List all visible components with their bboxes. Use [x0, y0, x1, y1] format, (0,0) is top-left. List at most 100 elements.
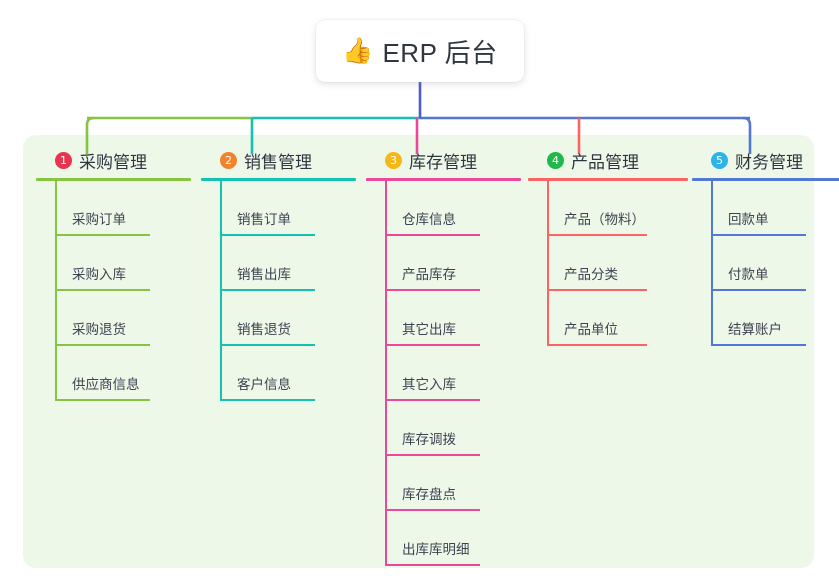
- leaf-item-label: 库存盘点: [402, 487, 456, 502]
- leaf-item-label: 销售订单: [237, 212, 291, 227]
- leaf-item-label: 付款单: [728, 267, 769, 282]
- leaf-item-label: 采购退货: [72, 322, 126, 337]
- column-title-1: 采购管理: [79, 152, 147, 172]
- leaf-item[interactable]: 产品（物料）: [528, 181, 688, 236]
- column-spine-3: [385, 181, 387, 566]
- leaf-item[interactable]: 客户信息: [201, 346, 356, 401]
- leaf-item-rule: [220, 399, 315, 401]
- column-items-2: 销售订单销售出库销售退货客户信息: [201, 181, 356, 401]
- column-badge-1: 1: [55, 151, 72, 169]
- leaf-item[interactable]: 销售退货: [201, 291, 356, 346]
- column-header-rule-1: [36, 178, 191, 181]
- column-2: 2 销售管理销售订单销售出库销售退货客户信息: [201, 148, 356, 401]
- leaf-item-label: 其它出库: [402, 322, 456, 337]
- column-1: 1 采购管理采购订单采购入库采购退货供应商信息: [36, 148, 191, 401]
- column-title-2: 销售管理: [244, 152, 312, 172]
- column-header-rule-5: [692, 178, 839, 181]
- leaf-item-rule: [711, 234, 806, 236]
- leaf-item[interactable]: 销售出库: [201, 236, 356, 291]
- leaf-item[interactable]: 其它出库: [366, 291, 521, 346]
- leaf-item[interactable]: 仓库信息: [366, 181, 521, 236]
- leaf-item-rule: [55, 399, 150, 401]
- column-spine-2: [220, 181, 222, 401]
- leaf-item-label: 销售退货: [237, 322, 291, 337]
- leaf-item[interactable]: 库存调拨: [366, 401, 521, 456]
- leaf-item[interactable]: 销售订单: [201, 181, 356, 236]
- leaf-item-label: 采购订单: [72, 212, 126, 227]
- column-4: 4 产品管理产品（物料） 产品分类产品单位: [528, 148, 688, 346]
- leaf-item-rule: [385, 509, 480, 511]
- leaf-item-label: 库存调拨: [402, 432, 456, 447]
- leaf-item-rule: [55, 289, 150, 291]
- column-spine-5: [711, 181, 713, 346]
- column-header-1[interactable]: 1 采购管理: [36, 148, 191, 172]
- column-3: 3 库存管理仓库信息产品库存其它出库其它入库库存调拨库存盘点出库库明细: [366, 148, 521, 566]
- column-header-rule-2: [201, 178, 356, 181]
- leaf-item-rule: [385, 234, 480, 236]
- column-header-rule-4: [528, 178, 688, 181]
- column-spine-1: [55, 181, 57, 401]
- leaf-item-label: 产品（物料）: [564, 212, 645, 227]
- column-header-3[interactable]: 3 库存管理: [366, 148, 521, 172]
- leaf-item[interactable]: 其它入库: [366, 346, 521, 401]
- leaf-item-label: 采购入库: [72, 267, 126, 282]
- column-title-4: 产品管理: [571, 152, 639, 172]
- leaf-item-label: 结算账户: [728, 322, 782, 337]
- column-badge-2: 2: [220, 151, 237, 169]
- leaf-item[interactable]: 采购订单: [36, 181, 191, 236]
- column-title-3: 库存管理: [409, 152, 477, 172]
- column-badge-5: 5: [711, 151, 728, 169]
- column-header-4[interactable]: 4 产品管理: [528, 148, 688, 172]
- leaf-item[interactable]: 回款单: [692, 181, 839, 236]
- leaf-item-label: 销售出库: [237, 267, 291, 282]
- leaf-item-label: 回款单: [728, 212, 769, 227]
- thumbs-up-icon: 👍: [342, 36, 374, 65]
- leaf-item-rule: [220, 289, 315, 291]
- leaf-item-rule: [55, 344, 150, 346]
- leaf-item-rule: [547, 289, 647, 291]
- leaf-item-label: 其它入库: [402, 377, 456, 392]
- column-badge-4: 4: [547, 151, 564, 169]
- root-node[interactable]: 👍 ERP 后台: [316, 20, 524, 82]
- leaf-item-rule: [711, 289, 806, 291]
- leaf-item[interactable]: 产品库存: [366, 236, 521, 291]
- leaf-item-label: 产品库存: [402, 267, 456, 282]
- root-title: ERP 后台: [382, 37, 498, 68]
- column-badge-3: 3: [385, 151, 402, 169]
- column-items-3: 仓库信息产品库存其它出库其它入库库存调拨库存盘点出库库明细: [366, 181, 521, 566]
- leaf-item-label: 供应商信息: [72, 377, 140, 392]
- leaf-item-label: 客户信息: [237, 377, 291, 392]
- leaf-item-rule: [547, 234, 647, 236]
- leaf-item-rule: [385, 344, 480, 346]
- leaf-item-label: 仓库信息: [402, 212, 456, 227]
- leaf-item[interactable]: 产品分类: [528, 236, 688, 291]
- leaf-item[interactable]: 供应商信息: [36, 346, 191, 401]
- leaf-item[interactable]: 采购入库: [36, 236, 191, 291]
- leaf-item-rule: [711, 344, 806, 346]
- leaf-item-label: 出库库明细: [402, 542, 470, 557]
- column-header-2[interactable]: 2 销售管理: [201, 148, 356, 172]
- leaf-item-rule: [220, 344, 315, 346]
- leaf-item-rule: [385, 399, 480, 401]
- leaf-item-label: 产品分类: [564, 267, 618, 282]
- column-items-4: 产品（物料） 产品分类产品单位: [528, 181, 688, 346]
- leaf-item-rule: [385, 564, 480, 566]
- leaf-item[interactable]: 库存盘点: [366, 456, 521, 511]
- leaf-item[interactable]: 结算账户: [692, 291, 839, 346]
- leaf-item[interactable]: 付款单: [692, 236, 839, 291]
- diagram-panel-background: [23, 135, 814, 568]
- leaf-item-rule: [220, 234, 315, 236]
- leaf-item[interactable]: 产品单位: [528, 291, 688, 346]
- leaf-item-rule: [385, 454, 480, 456]
- leaf-item[interactable]: 采购退货: [36, 291, 191, 346]
- leaf-item-rule: [547, 344, 647, 346]
- leaf-item-rule: [55, 234, 150, 236]
- leaf-item-rule: [385, 289, 480, 291]
- column-items-5: 回款单付款单结算账户: [692, 181, 839, 346]
- leaf-item-label: 产品单位: [564, 322, 618, 337]
- column-header-rule-3: [366, 178, 521, 181]
- leaf-item[interactable]: 出库库明细: [366, 511, 521, 566]
